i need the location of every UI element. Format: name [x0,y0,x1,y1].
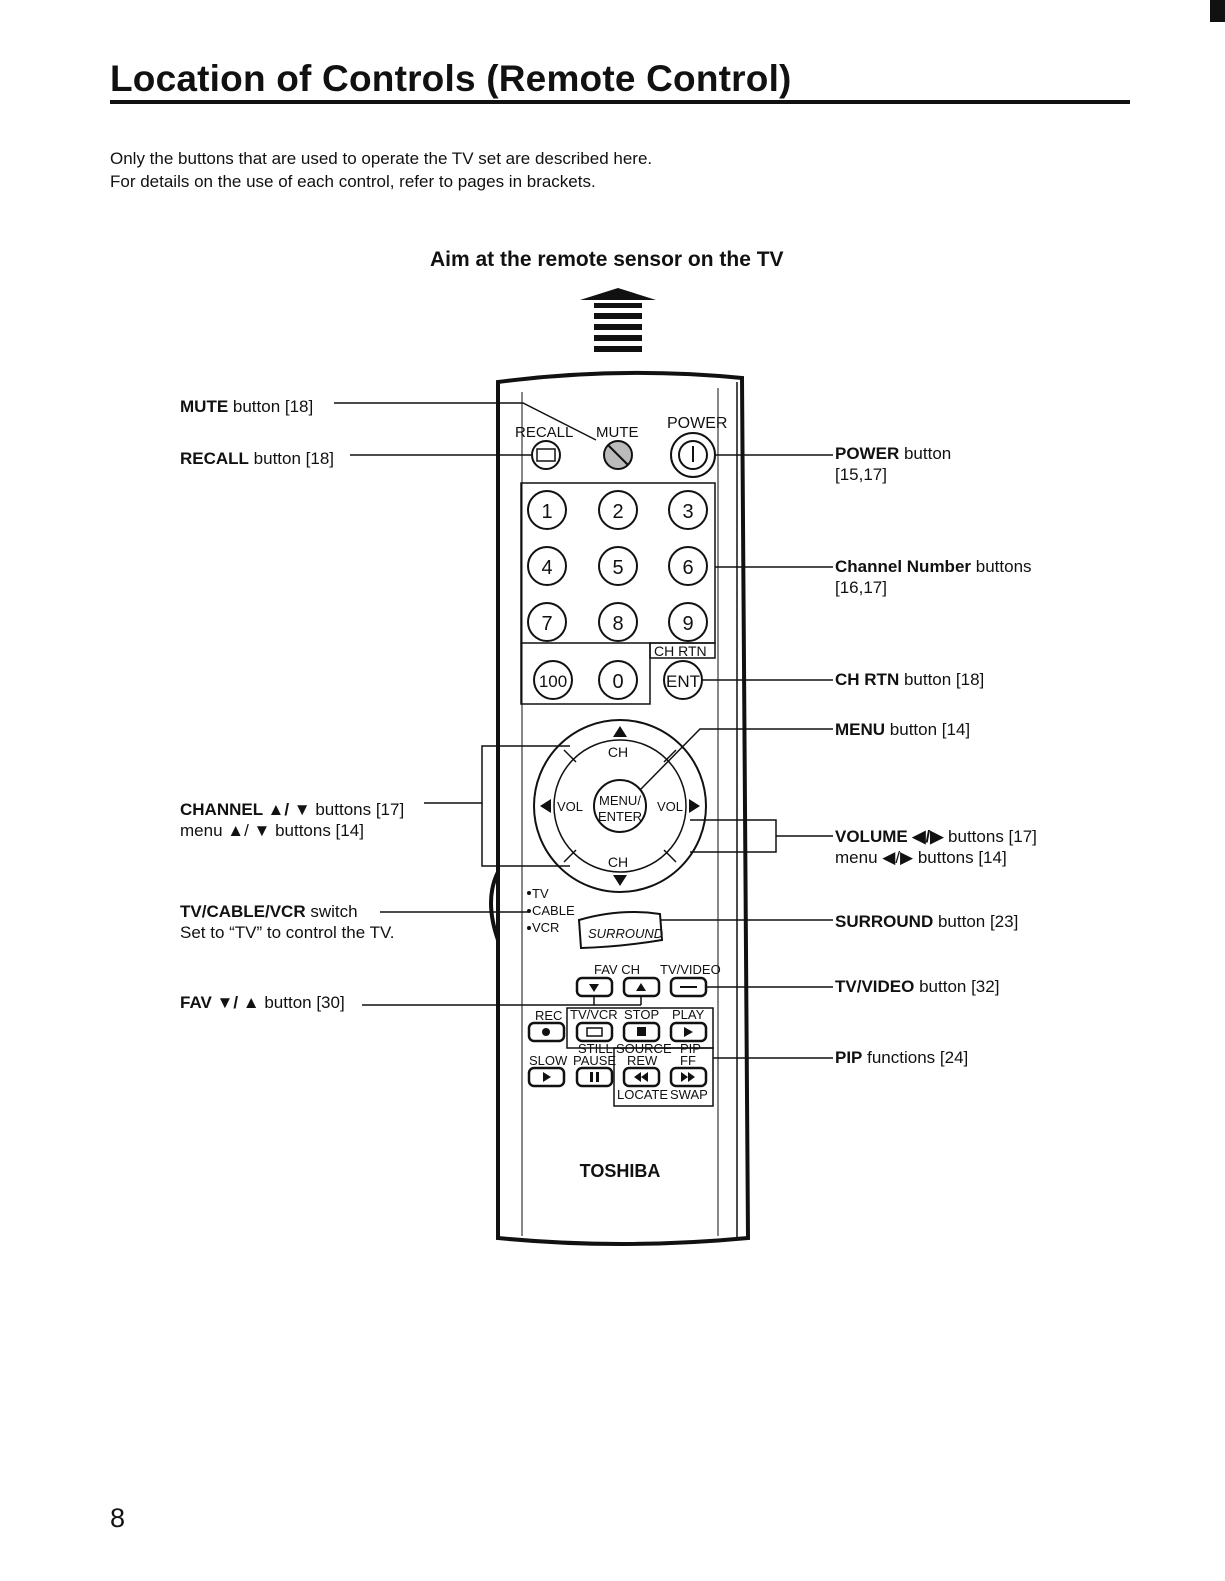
ch-down-label: CH [608,854,628,870]
mute-label: MUTE [596,424,639,441]
surround-label: SURROUND [588,926,663,941]
digit-7: 7 [541,613,552,635]
aim-instruction: Aim at the remote sensor on the TV [430,248,784,271]
power-button[interactable] [670,432,716,478]
recall-label: RECALL [515,424,573,441]
pip-label: PIP [680,1041,701,1056]
power-label: POWER [667,415,727,432]
menu-label: MENU/ [599,793,641,808]
source-label: SOURCE [616,1041,672,1056]
enter-label: ENTER [598,809,642,824]
callout-tv-video: TV/VIDEO button [32] [835,977,1000,996]
switch-cable-label: CABLE [532,903,575,918]
digit-buttons[interactable] [527,490,708,700]
page-title: Location of Controls (Remote Control) [110,58,792,99]
callout-channel: CHANNEL ▲/ ▼ buttons [17] menu ▲/ ▼ butt… [180,800,405,840]
title-rule [110,100,1130,104]
digit-6: 6 [682,557,693,579]
ff-label: FF [680,1053,696,1068]
intro-line-1: Only the buttons that are used to operat… [110,149,653,168]
digit-0: 0 [612,671,623,693]
switch-tv-label: TV [532,886,549,901]
intro-line-2: For details on the use of each control, … [110,172,596,191]
callout-menu: MENU button [14] [835,720,971,739]
page-number: 8 [110,1503,126,1533]
digit-100: 100 [539,672,567,691]
locate-label: LOCATE [617,1087,668,1102]
digit-8: 8 [612,613,623,635]
still-label: STILL [578,1041,613,1056]
fav-buttons[interactable] [575,976,661,998]
pause-label: PAUSE [573,1053,616,1068]
play-label: PLAY [672,1007,705,1022]
vol-right-label: VOL [657,799,683,814]
tv-vcr-label: TV/VCR [570,1007,618,1022]
brand-logo: TOSHIBA [580,1161,661,1181]
digit-1: 1 [541,501,552,523]
surround-button[interactable] [577,911,664,950]
switch-vcr-label: VCR [532,920,559,935]
digit-4: 4 [541,557,552,579]
callout-pip: PIP functions [24] [835,1048,969,1067]
swap-label: SWAP [670,1087,708,1102]
vcr-buttons-row-2[interactable] [527,1066,708,1088]
page-edge-mark [1210,0,1225,22]
tv-video-button[interactable] [669,976,708,998]
vcr-buttons-row-1[interactable] [527,1021,708,1043]
digit-3: 3 [682,501,693,523]
ent-label: ENT [666,672,700,691]
recall-button[interactable] [531,440,561,470]
stop-label: STOP [624,1007,659,1022]
mute-button[interactable] [603,440,633,470]
callout-surround: SURROUND button [23] [835,912,1019,931]
sensor-arrow-icon [580,288,656,352]
callout-power: POWER button [15,17] [835,444,952,484]
callout-mute: MUTE button [18] [180,397,314,416]
callout-recall: RECALL button [18] [180,449,335,468]
digit-5: 5 [612,557,623,579]
rec-label: REC [535,1008,562,1023]
callout-volume: VOLUME ◀/▶ buttons [17] menu ◀/▶ buttons… [835,827,1037,867]
tv-video-label: TV/VIDEO [660,962,721,977]
callout-switch: TV/CABLE/VCR switch Set to “TV” to contr… [180,902,395,942]
digit-2: 2 [612,501,623,523]
ch-up-label: CH [608,744,628,760]
direction-pad[interactable] [533,719,707,893]
ch-rtn-label: CH RTN [654,643,707,659]
callout-fav: FAV ▼/ ▲ button [30] [180,993,345,1012]
digit-9: 9 [682,613,693,635]
callout-channel-number: Channel Number buttons [16,17] [835,557,1032,597]
callout-ch-rtn: CH RTN button [18] [835,670,985,689]
fav-ch-label: FAV CH [594,962,640,977]
leader-lines [334,402,833,1059]
slow-label: SLOW [529,1053,568,1068]
vol-left-label: VOL [557,799,583,814]
rew-label: REW [627,1053,658,1068]
remote-body [496,370,751,1246]
